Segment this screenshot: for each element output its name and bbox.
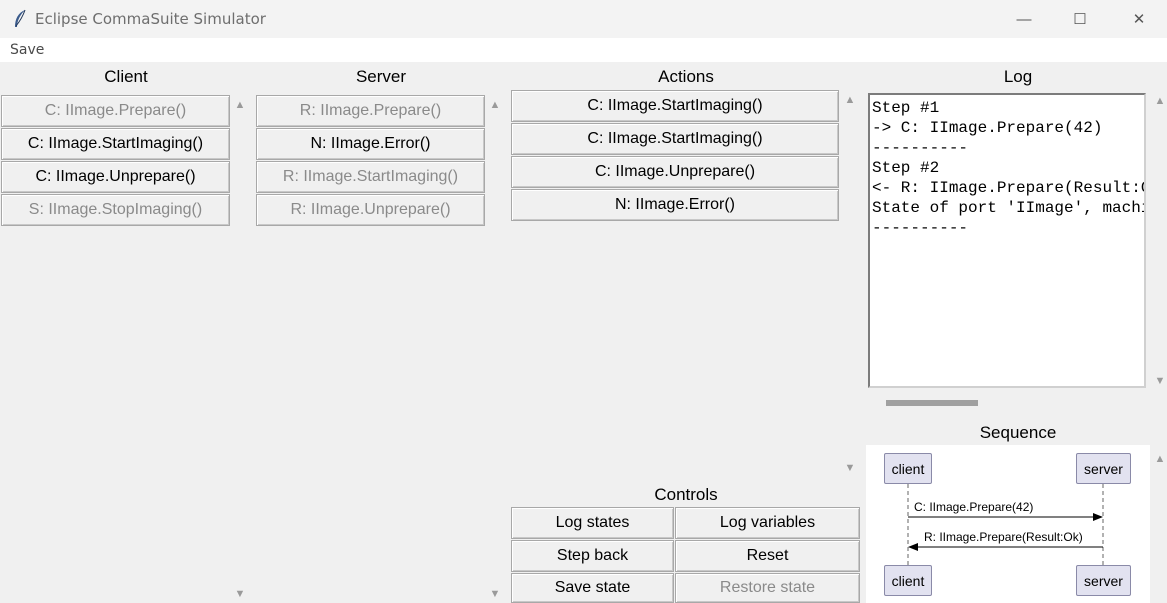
log-line: Step #1 (872, 99, 940, 117)
menu-bar (0, 38, 1167, 62)
action-item-error[interactable]: N: IImage.Error() (511, 189, 839, 221)
minimize-button[interactable]: — (996, 0, 1052, 38)
title-bar (0, 0, 1167, 38)
client-heading: Client (104, 67, 148, 86)
log-line: -> C: IImage.Prepare(42) (872, 119, 1103, 137)
log-line: Step #2 (872, 159, 940, 177)
server-item-prepare[interactable]: R: IImage.Prepare() (256, 95, 485, 127)
client-scroll-up-icon[interactable]: ▲ (234, 99, 246, 111)
server-item-error[interactable]: N: IImage.Error() (256, 128, 485, 160)
action-item-start-imaging-1[interactable]: C: IImage.StartImaging() (511, 90, 839, 122)
server-scroll-down-icon[interactable]: ▼ (489, 588, 501, 600)
save-state-button[interactable]: Save state (511, 573, 674, 603)
action-item-start-imaging-2[interactable]: C: IImage.StartImaging() (511, 123, 839, 155)
reply-arrowhead (908, 543, 918, 551)
log-scroll-down-icon[interactable]: ▼ (1154, 375, 1166, 387)
sequence-client-top: client (884, 453, 932, 484)
client-item-unprepare[interactable]: C: IImage.Unprepare() (1, 161, 230, 193)
sequence-client-bottom: client (884, 565, 932, 596)
sequence-scroll-up-icon[interactable]: ▲ (1154, 453, 1166, 465)
maximize-button[interactable]: ☐ (1052, 0, 1108, 38)
client-scroll-down-icon[interactable]: ▼ (234, 588, 246, 600)
log-heading: Log (1003, 67, 1033, 86)
log-textbox[interactable]: Step #1 -> C: IImage.Prepare(42) -------… (868, 93, 1146, 388)
log-line: State of port 'IImage', machine (872, 199, 1146, 217)
request-arrowhead (1093, 513, 1103, 521)
log-horizontal-scrollbar[interactable] (886, 400, 978, 406)
restore-state-button[interactable]: Restore state (675, 573, 860, 603)
sequence-server-top: server (1076, 453, 1131, 484)
log-text: Step #1 -> C: IImage.Prepare(42) -------… (870, 95, 1144, 241)
client-item-prepare[interactable]: C: IImage.Prepare() (1, 95, 230, 127)
log-line: ---------- (872, 139, 969, 157)
close-icon: ✕ (1132, 11, 1146, 28)
log-states-button[interactable]: Log states (511, 507, 674, 539)
sequence-message-request: C: IImage.Prepare(42) (914, 500, 1034, 514)
sequence-lines (907, 484, 1104, 565)
actions-heading: Actions (658, 67, 714, 86)
sequence-server-bottom: server (1076, 565, 1131, 596)
server-heading: Server (355, 67, 407, 86)
log-line: <- R: IImage.Prepare(Result:Ok) (872, 179, 1146, 197)
window-title: Eclipse CommaSuite Simulator (35, 10, 266, 28)
menu-save[interactable]: Save (10, 42, 45, 58)
maximize-icon: ☐ (1073, 11, 1087, 28)
actions-scroll-up-icon[interactable]: ▲ (844, 94, 856, 106)
controls-heading: Controls (654, 485, 718, 504)
log-variables-button[interactable]: Log variables (675, 507, 860, 539)
reset-button[interactable]: Reset (675, 540, 860, 572)
server-item-unprepare[interactable]: R: IImage.Unprepare() (256, 194, 485, 226)
actions-scroll-down-icon[interactable]: ▼ (844, 462, 856, 474)
minimize-icon: — (1016, 10, 1032, 28)
sequence-heading: Sequence (979, 423, 1057, 442)
log-scroll-up-icon[interactable]: ▲ (1154, 95, 1166, 107)
client-item-start-imaging[interactable]: C: IImage.StartImaging() (1, 128, 230, 160)
sequence-diagram: client server C: IImage.Prepare(42) R: I… (866, 445, 1150, 603)
server-scroll-up-icon[interactable]: ▲ (489, 99, 501, 111)
server-item-start-imaging[interactable]: R: IImage.StartImaging() (256, 161, 485, 193)
log-line: ---------- (872, 219, 969, 237)
feather-icon (15, 9, 26, 27)
client-item-stop-imaging[interactable]: S: IImage.StopImaging() (1, 194, 230, 226)
step-back-button[interactable]: Step back (511, 540, 674, 572)
close-button[interactable]: ✕ (1111, 0, 1167, 38)
action-item-unprepare[interactable]: C: IImage.Unprepare() (511, 156, 839, 188)
sequence-message-reply: R: IImage.Prepare(Result:Ok) (924, 530, 1083, 544)
